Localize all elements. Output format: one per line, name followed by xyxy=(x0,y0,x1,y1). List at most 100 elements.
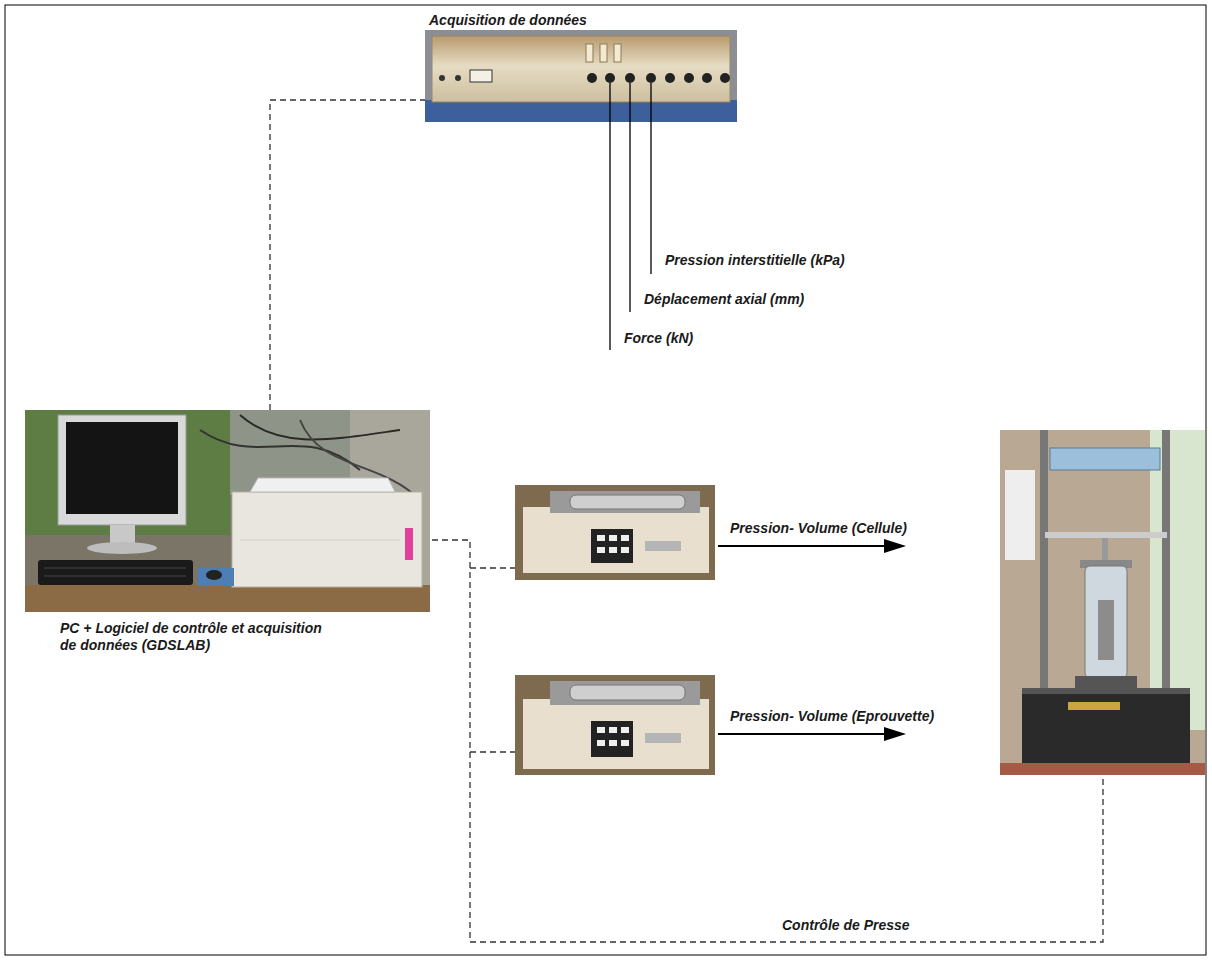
pc-photo xyxy=(87,542,157,554)
pressure-controller xyxy=(609,547,617,553)
pc-photo xyxy=(405,528,413,560)
acquisition-device xyxy=(646,73,656,83)
link-label: Contrôle de Presse xyxy=(780,917,912,934)
pressure-controller xyxy=(523,699,709,769)
pc-photo xyxy=(25,410,430,612)
pc-photo xyxy=(38,560,193,585)
acquisition-device xyxy=(605,73,615,83)
acquisition-device xyxy=(586,44,593,62)
acquisition-device xyxy=(425,30,737,122)
press-photo xyxy=(1085,566,1127,678)
signal-wire xyxy=(609,83,610,350)
signal-wire xyxy=(629,83,630,312)
pc-photo xyxy=(25,585,430,612)
pc-photo xyxy=(240,540,400,541)
flow-arrow xyxy=(718,545,886,547)
control-link xyxy=(432,540,1103,942)
pc-photo xyxy=(25,410,430,612)
press-photo xyxy=(1022,688,1190,694)
pc-node: PC + Logiciel de contrôle et acquisition… xyxy=(25,410,432,660)
pressure-controller xyxy=(570,495,685,509)
signal-label: Pression interstitielle (kPa) xyxy=(663,252,847,269)
pressure-controller xyxy=(621,727,629,733)
control-link xyxy=(470,751,515,752)
pressure-controller xyxy=(515,675,715,775)
pressure-controller xyxy=(621,535,629,541)
control-link xyxy=(470,567,515,568)
acquisition-device xyxy=(587,73,597,83)
pc-photo xyxy=(66,422,178,514)
pressure-controller xyxy=(609,740,617,746)
signal-label: Déplacement axial (mm) xyxy=(642,291,806,308)
pressure-controller xyxy=(591,721,633,757)
flow-arrow xyxy=(718,733,886,735)
acquisition-device xyxy=(600,44,607,62)
control-link xyxy=(270,100,425,410)
acquisition-device xyxy=(425,30,737,122)
acquisition-device xyxy=(684,73,694,83)
pc-photo xyxy=(240,415,400,439)
pc-photo xyxy=(206,570,222,580)
pressure-controller xyxy=(621,547,629,553)
pressure-controller xyxy=(550,491,700,513)
acquisition-device xyxy=(614,44,621,62)
flow-arrow xyxy=(884,727,906,741)
press-photo xyxy=(1045,532,1167,538)
signal-label: Force (kN) xyxy=(622,330,695,347)
arrow-label: Pression- Volume (Cellule) xyxy=(728,520,909,537)
press-photo xyxy=(1000,763,1205,775)
pc-photo xyxy=(232,492,422,587)
pc-photo xyxy=(25,410,230,535)
acquisition-device xyxy=(625,73,635,83)
node-text: PC + Logiciel de contrôle et acquisition… xyxy=(60,620,335,654)
press-photo xyxy=(1068,702,1120,710)
press-photo xyxy=(1040,430,1048,692)
acquisition-device xyxy=(720,73,730,83)
pc-photo xyxy=(198,568,234,586)
device-node: Acquisition de données xyxy=(425,8,737,122)
press-photo xyxy=(1022,688,1190,763)
pressure-controller xyxy=(597,740,605,746)
pressure-controller xyxy=(515,485,715,580)
pressure-controller xyxy=(515,485,715,580)
press-photo xyxy=(1150,430,1205,730)
acquisition-device xyxy=(455,75,461,81)
pc-photo xyxy=(44,568,186,569)
node-text: Acquisition de données xyxy=(429,12,729,29)
press-photo xyxy=(1000,430,1205,775)
pressure-controller xyxy=(597,547,605,553)
pressure-controller xyxy=(597,535,605,541)
press-photo xyxy=(1075,676,1137,688)
pc-photo xyxy=(58,415,186,525)
acquisition-device xyxy=(425,100,737,122)
pc-photo xyxy=(110,525,135,545)
frame-border xyxy=(5,5,1206,955)
pressure-controller xyxy=(645,733,681,743)
press-photo xyxy=(1098,600,1114,660)
acquisition-device xyxy=(432,36,730,102)
pressure-controller xyxy=(609,535,617,541)
arrow-label: Pression- Volume (Eprouvette) xyxy=(728,708,936,725)
pc-photo xyxy=(250,478,395,492)
pressure-controller xyxy=(645,541,681,551)
pressure-controller xyxy=(570,685,685,700)
acquisition-device xyxy=(439,75,445,81)
signal-wire xyxy=(650,83,651,274)
acquisition-device xyxy=(470,70,492,82)
press-photo xyxy=(1162,430,1170,692)
pressure-controller xyxy=(609,727,617,733)
control-link xyxy=(432,540,1103,942)
pressure-controller xyxy=(550,681,700,705)
press-photo xyxy=(1000,430,1205,775)
pc-photo xyxy=(44,576,186,577)
pressure-controller xyxy=(523,507,709,573)
press-photo xyxy=(1005,470,1035,560)
flow-arrow xyxy=(884,539,906,553)
press-photo xyxy=(1050,448,1160,470)
acquisition-device xyxy=(665,73,675,83)
pressure-controller xyxy=(597,727,605,733)
pressure-controller xyxy=(621,740,629,746)
